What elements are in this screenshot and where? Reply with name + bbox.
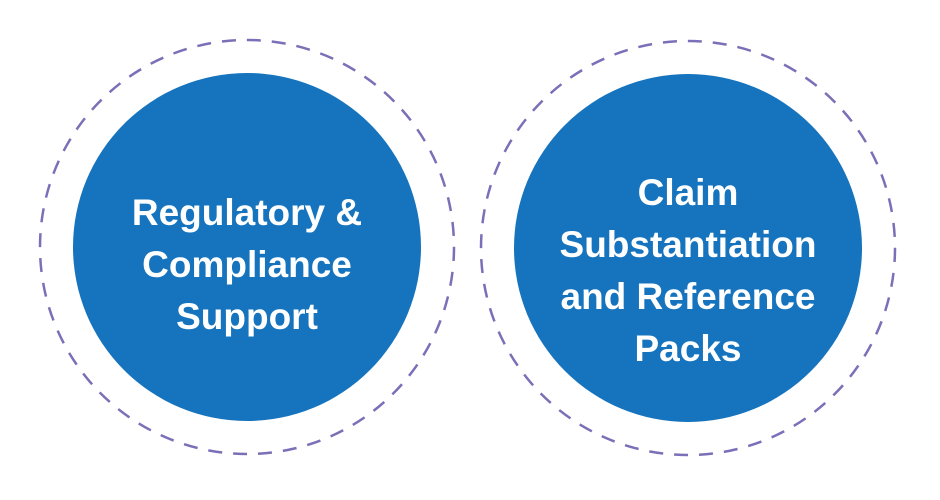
circle-right — [514, 74, 862, 422]
label-line: Compliance — [142, 244, 352, 285]
label-line: Regulatory & — [131, 192, 363, 233]
circle-left-label: Regulatory & Compliance Support — [87, 192, 407, 337]
label-line: Substantiation — [559, 224, 817, 265]
label-line: Claim — [637, 172, 739, 213]
circle-left — [73, 73, 421, 421]
dashed-ring-left — [38, 38, 456, 456]
label-line: Support — [176, 296, 318, 337]
dashed-ring-right — [479, 39, 897, 457]
label-line: and Reference — [560, 276, 816, 317]
label-line: Packs — [634, 328, 742, 369]
circle-right-label: Claim Substantiation and Reference Packs — [528, 166, 848, 376]
